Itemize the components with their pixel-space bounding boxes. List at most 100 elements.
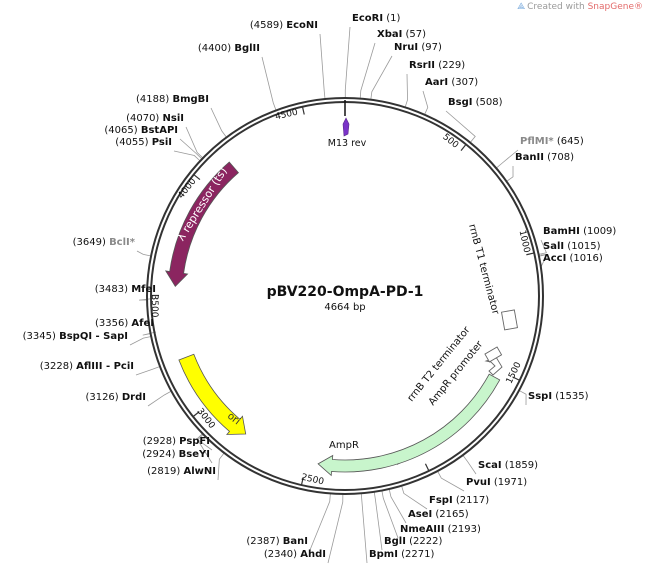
rrnb-t2-terminator-box [484, 346, 503, 363]
enzyme-label: ScaI (1859) [478, 460, 538, 471]
enzyme-label: FspI (2117) [429, 495, 489, 506]
enzyme-site-position: (1) [383, 13, 400, 24]
enzyme-leader-line [437, 470, 465, 492]
enzyme-site-position: (2924) [142, 449, 178, 460]
enzyme-site-position: (307) [448, 77, 478, 88]
enzyme-site-position: (4400) [198, 43, 234, 54]
enzyme-label: (4065) BstAPI [104, 125, 178, 136]
enzyme-leader-line [147, 390, 172, 407]
ruler-tick [424, 463, 430, 472]
enzyme-leader-line [261, 56, 277, 111]
enzyme-name: NruI [394, 42, 418, 53]
enzyme-label: RsrII (229) [409, 60, 465, 71]
enzyme-name: BmgBI [172, 94, 209, 105]
enzyme-name: BsgI [448, 97, 472, 108]
enzyme-site-position: (2271) [398, 549, 435, 560]
enzyme-label: BamHI (1009) [543, 226, 616, 237]
enzyme-label: (4188) BmgBI [136, 94, 209, 105]
enzyme-label: (4070) NsiI [126, 113, 184, 124]
enzyme-label: (3228) AflIII - PciI [40, 361, 134, 372]
enzyme-site-position: (4070) [126, 113, 162, 124]
lambda-repressor-arrow [164, 161, 239, 288]
rrnb-t1-terminator-label: rrnB T1 terminator [466, 223, 501, 317]
plasmid-name: pBV220-OmpA-PD-1 [267, 284, 424, 300]
enzyme-site-position: (3356) [95, 318, 131, 329]
enzyme-site-position: (4055) [115, 137, 151, 148]
enzyme-label: NmeAIII (2193) [400, 524, 481, 535]
enzyme-site-position: (1859) [502, 460, 539, 471]
enzyme-label: (3649) BclI* [73, 237, 136, 248]
enzyme-name: NsiI [163, 113, 184, 124]
enzyme-name: EcoRI [352, 13, 383, 24]
enzyme-label: AarI (307) [425, 77, 478, 88]
enzyme-name: SalI [543, 241, 564, 252]
enzyme-name: ScaI [478, 460, 502, 471]
enzyme-site-position: (645) [554, 136, 584, 147]
enzyme-name: BamHI [543, 226, 580, 237]
enzyme-name: BstAPI [141, 125, 178, 136]
enzyme-site-position: (2117) [453, 495, 490, 506]
enzyme-leader-line [404, 73, 408, 108]
enzyme-name: XbaI [377, 29, 402, 40]
enzyme-leader-line [173, 150, 201, 162]
enzyme-leader-line [136, 250, 152, 257]
enzyme-label: PvuI (1971) [466, 477, 527, 488]
enzyme-name: BglII [234, 43, 260, 54]
enzyme-leader-line [359, 42, 376, 99]
enzyme-label: AseI (2165) [408, 509, 469, 520]
enzyme-label: NruI (97) [394, 42, 442, 53]
snapgene-watermark: ⟁Created with SnapGene® [517, 2, 643, 12]
enzyme-label: BanII (708) [515, 152, 574, 163]
enzyme-leader-line [210, 107, 227, 138]
enzyme-site-position: (2340) [264, 549, 300, 560]
plasmid-length: 4664 bp [324, 302, 365, 313]
enzyme-site-position: (2387) [246, 536, 282, 547]
enzyme-site-position: (3345) [23, 331, 59, 342]
enzyme-name: PvuI [466, 477, 491, 488]
enzyme-leader-line [401, 485, 428, 510]
enzyme-label: BpmI (2271) [369, 549, 434, 560]
lambda-repressor-label: λ repressor (ts) [174, 165, 230, 243]
enzyme-leader-line [179, 138, 203, 160]
enzyme-site-position: (3483) [95, 284, 131, 295]
enzyme-leader-line [217, 452, 225, 481]
ruler-tick-label: 1500 [505, 360, 524, 385]
ruler-tick-label: 4500 [274, 108, 299, 123]
enzyme-leader-line [422, 90, 429, 115]
enzyme-name: AfeI [131, 318, 154, 329]
enzyme-leader-line [388, 488, 407, 524]
enzyme-leader-line [370, 55, 393, 100]
enzyme-leader-line [538, 239, 547, 255]
enzyme-name: AarI [425, 77, 448, 88]
enzyme-leader-line [445, 110, 476, 143]
enzyme-site-position: (2222) [406, 536, 443, 547]
ampr-arrow [317, 373, 501, 477]
enzyme-label: (3345) BspQI - SapI [23, 331, 128, 342]
enzyme-leader-line [538, 254, 548, 268]
enzyme-name: MfeI [131, 284, 156, 295]
enzyme-leader-lines [129, 26, 548, 564]
enzyme-site-position: (1015) [564, 241, 601, 252]
enzyme-label: BglI (2222) [384, 536, 442, 547]
enzyme-site-position: (3126) [85, 392, 121, 403]
enzyme-label: (4400) BglII [198, 43, 260, 54]
enzyme-name: BanI [283, 536, 308, 547]
enzyme-leader-line [518, 390, 527, 406]
rrnb-t1-terminator-box [501, 309, 518, 331]
enzyme-name: AflIII - PciI [76, 361, 134, 372]
enzyme-label: SalI (1015) [543, 241, 601, 252]
enzyme-label: (2819) AlwNI [147, 466, 216, 477]
enzyme-leader-line [360, 493, 368, 564]
enzyme-site-position: (2819) [147, 466, 183, 477]
enzyme-site-position: (508) [472, 97, 502, 108]
enzyme-label: (4055) PsiI [115, 137, 172, 148]
enzyme-label: SspI (1535) [528, 391, 589, 402]
enzyme-labels: EcoRI (1)XbaI (57)NruI (97)RsrII (229)Aa… [23, 13, 617, 560]
enzyme-label: BsgI (508) [448, 97, 503, 108]
enzyme-name: BseYI [179, 449, 210, 460]
ruler-tick-label: 500 [440, 132, 460, 151]
enzyme-label: (4589) EcoNI [250, 20, 318, 31]
enzyme-site-position: (3228) [40, 361, 76, 372]
enzyme-name: NmeAIII [400, 524, 444, 535]
